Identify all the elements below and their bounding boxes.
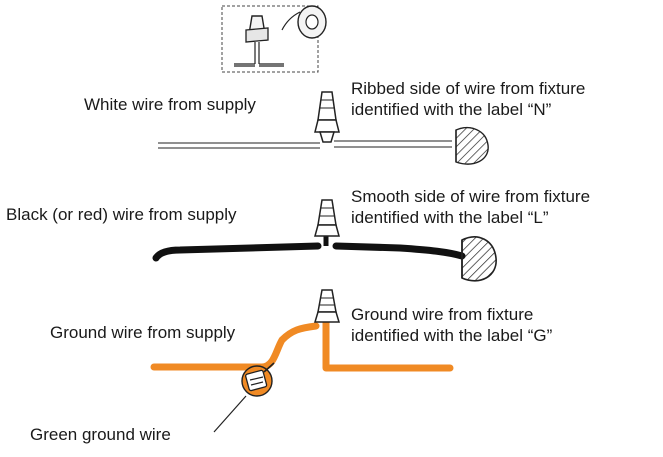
- white-wire-connection: [158, 91, 489, 165]
- black-wire-nut-icon: [317, 199, 337, 226]
- black-wire-connection: [152, 199, 497, 282]
- white-supply-label: White wire from supply: [84, 95, 256, 114]
- ground-wire-nut-icon: [317, 289, 337, 313]
- line-fixture-label: Smooth side of wire from fixture identif…: [351, 187, 591, 227]
- black-supply-label: Black (or red) wire from supply: [6, 205, 237, 224]
- line-end-cap-icon: [461, 236, 497, 282]
- ground-wire-connection: [150, 289, 454, 433]
- inset-wire-nut-and-tape-icon: [221, 5, 327, 73]
- neutral-end-cap-icon: [455, 127, 489, 165]
- white-wire-nut-icon: [317, 91, 337, 121]
- ground-fixture-label: Ground wire from fixture identified with…: [351, 305, 553, 345]
- neutral-fixture-label: Ribbed side of wire from fixture identif…: [351, 79, 586, 119]
- green-ground-label: Green ground wire: [30, 425, 171, 444]
- ground-supply-label: Ground wire from supply: [50, 323, 236, 342]
